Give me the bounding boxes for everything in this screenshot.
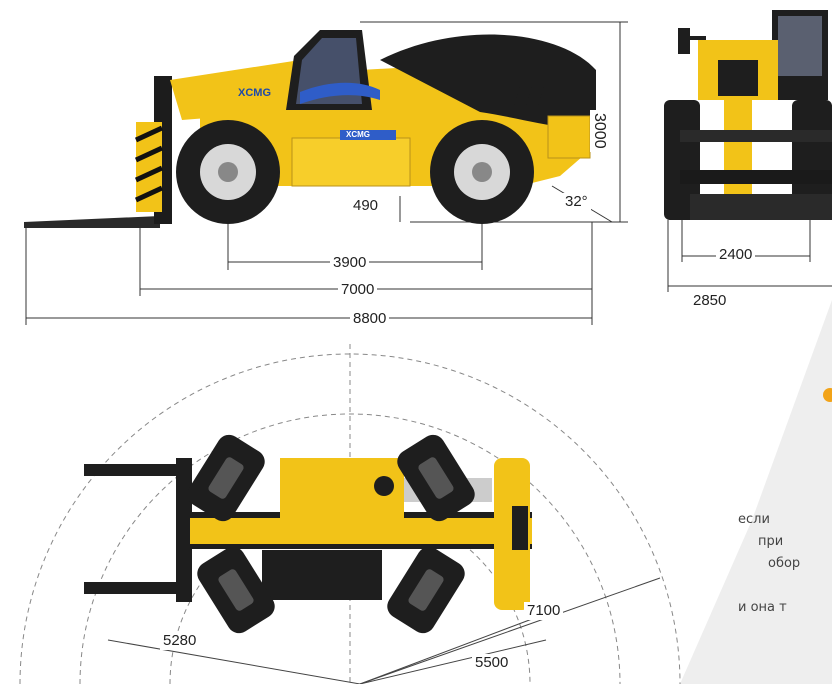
dim-width: 2850: [690, 292, 730, 310]
callout-line-2: при: [758, 534, 784, 549]
dim-radius-inner: 5280: [160, 632, 200, 650]
dim-ground-clearance: 490: [350, 197, 382, 215]
side-brand-label: XCMG: [238, 87, 271, 99]
dim-wheelbase: 3900: [330, 254, 370, 272]
side-view-drawing: XCMG XCMG: [24, 21, 628, 325]
side-brand-label-2: XCMG: [346, 130, 370, 139]
callout-dot-icon: [823, 388, 832, 402]
top-view-drawing: [19, 344, 681, 684]
front-view-drawing: [664, 10, 832, 292]
dim-length-total: 8800: [350, 310, 390, 328]
callout-line-3: обор: [768, 556, 801, 571]
dim-radius-mid: 5500: [472, 654, 512, 672]
dim-radius-outer: 7100: [524, 602, 564, 620]
callout-line-4: и она т: [738, 600, 787, 615]
dim-track: 2400: [716, 246, 756, 264]
callout-line-1: если: [738, 512, 770, 527]
dim-height: 3000: [590, 110, 608, 152]
dim-length-body: 7000: [338, 281, 378, 299]
dim-angle: 32°: [562, 193, 591, 211]
